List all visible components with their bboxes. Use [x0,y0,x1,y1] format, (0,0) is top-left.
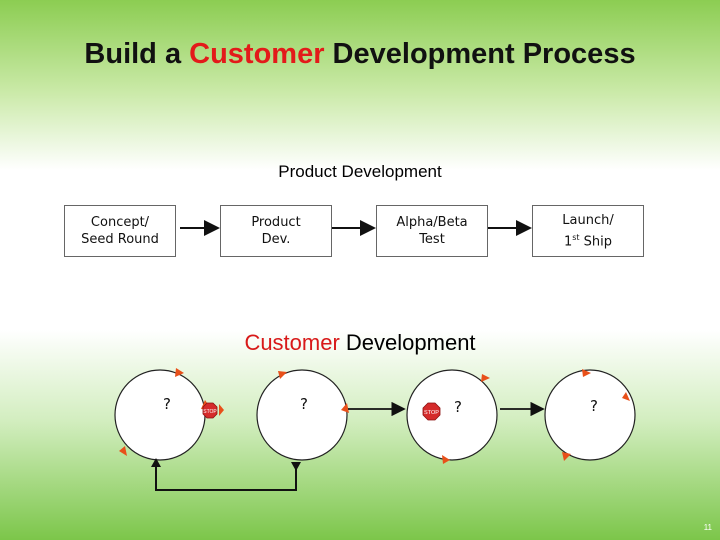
pd-step-4-line2: 1st Ship [563,232,613,250]
cd-step-1-question: ? [163,395,171,413]
cd-step-3-question: ? [454,398,462,416]
pd-step-2-line1: Product [251,215,301,230]
pd-step-product-dev: Product Dev. [220,205,332,257]
pd-step-concept: Concept/ Seed Round [64,205,176,257]
title-accent: Customer [189,38,325,70]
pd-step-1-line1: Concept/ [90,215,150,230]
feedback-loop [155,462,297,491]
cycle-arrowheads [119,368,630,464]
pd-step-4-line1: Launch/ [562,212,614,228]
cd-circle-4 [544,369,636,461]
feedback-arrowhead-down [291,462,301,471]
stop-sign-2: STOP [422,402,441,421]
page-number: 11 [703,523,712,532]
slide-title: Build a Customer Development Process [0,38,720,71]
customer-development-label: Customer Development [0,330,720,356]
cd-circle-2 [256,369,348,461]
feedback-arrowhead-up [151,458,161,467]
pd-step-3-line2: Test [419,232,445,247]
pd-step-3-line1: Alpha/Beta [396,215,468,230]
stop-sign-2-text: STOP [424,410,439,416]
pd-step-2-line2: Dev. [261,232,291,247]
title-part-1: Build a [84,38,190,70]
cd-step-4-question: ? [590,397,598,415]
pd-step-launch: Launch/ 1st Ship [532,205,644,257]
title-part-2: Development Process [324,38,636,70]
stop-sign-1-text: STOP [203,409,217,415]
stop-sign-1: STOP [202,402,224,419]
cd-circle-1 [114,369,206,461]
product-development-label: Product Development [278,162,442,181]
cd-step-2-question: ? [300,395,308,413]
pd-step-1-line2: Seed Round [81,232,159,247]
pd-step-alpha-beta: Alpha/Beta Test [376,205,488,257]
cd-circle-3 [406,369,498,461]
cd-label-accent: Customer [244,330,340,355]
cd-label-rest: Development [339,330,476,355]
